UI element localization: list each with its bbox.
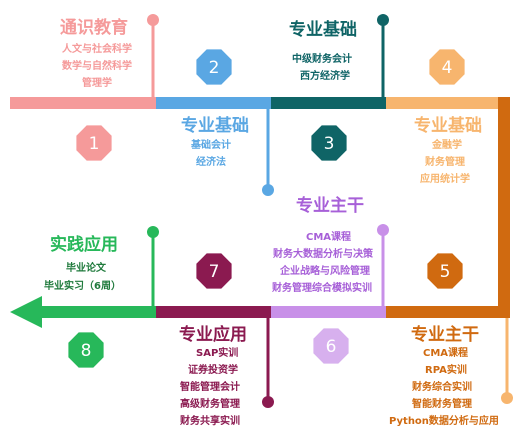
band-segment-7 bbox=[156, 306, 271, 318]
badge-4: 4 bbox=[429, 49, 465, 85]
stage-6-item: CMA课程 bbox=[423, 348, 469, 359]
badge-octagon-3 bbox=[311, 125, 347, 161]
badge-number-7: 7 bbox=[209, 262, 220, 282]
stage-7-item: 高级财务管理 bbox=[180, 399, 240, 410]
stage-6-item: 智能财务管理 bbox=[412, 399, 472, 410]
badge-2: 2 bbox=[196, 49, 232, 85]
badge-octagon-4 bbox=[429, 49, 465, 85]
stage-7-item: 智能管理会计 bbox=[180, 382, 240, 393]
stage-7-item: 财务共享实训 bbox=[180, 416, 240, 427]
badge-number-8: 8 bbox=[81, 341, 92, 361]
badge-number-6: 6 bbox=[326, 337, 337, 357]
badge-3: 3 bbox=[311, 125, 347, 161]
stage-6-item: Python数据分析与应用 bbox=[389, 416, 499, 427]
stem-dot-2 bbox=[262, 184, 274, 196]
stage-5-title: 专业主干 bbox=[296, 196, 364, 216]
badge-octagon-5 bbox=[427, 253, 463, 289]
band-segment-4 bbox=[386, 97, 504, 109]
stage-4-item: 财务管理 bbox=[425, 157, 465, 168]
band-segment-2 bbox=[156, 97, 271, 109]
stage-6-item: 财务综合实训 bbox=[412, 382, 472, 393]
stem-dot-7 bbox=[262, 396, 274, 408]
stage-2-title: 专业基础 bbox=[181, 116, 249, 136]
stem-dot-5 bbox=[377, 224, 389, 236]
stage-6-item: RPA实训 bbox=[425, 365, 467, 376]
badge-number-2: 2 bbox=[209, 58, 220, 78]
stage-5-item: 企业战略与风险管理 bbox=[280, 266, 370, 277]
stem-dot-8 bbox=[147, 226, 159, 238]
badge-6: 6 bbox=[313, 328, 349, 364]
band-segment-1 bbox=[10, 97, 156, 109]
stage-4-title: 专业基础 bbox=[414, 116, 482, 136]
band-segment-6 bbox=[271, 306, 386, 318]
stage-3-title: 专业基础 bbox=[289, 20, 357, 40]
stem-dot-6 bbox=[501, 392, 513, 404]
stage-2-item: 基础会计 bbox=[191, 140, 231, 151]
stage-4-item: 金融学 bbox=[432, 140, 462, 151]
stage-8-item: 毕业实习（6周） bbox=[44, 281, 121, 292]
stage-7-item: SAP实训 bbox=[196, 348, 239, 359]
badge-1: 1 bbox=[76, 125, 112, 161]
badge-octagon-6 bbox=[313, 328, 349, 364]
stage-8-title: 实践应用 bbox=[50, 235, 118, 255]
band-segment-8 bbox=[40, 306, 156, 318]
badge-octagon-2 bbox=[196, 49, 232, 85]
badge-5: 5 bbox=[427, 253, 463, 289]
stage-1-item: 数学与自然科学 bbox=[62, 61, 132, 72]
stage-1-title: 通识教育 bbox=[60, 18, 128, 38]
badge-number-1: 1 bbox=[89, 134, 100, 154]
badge-octagon-1 bbox=[76, 125, 112, 161]
badge-number-4: 4 bbox=[442, 58, 453, 78]
band-segment-5 bbox=[386, 306, 510, 318]
stage-6-title: 专业主干 bbox=[411, 325, 479, 345]
stage-5-item: 财务大数据分析与决策 bbox=[273, 249, 373, 260]
stage-3-item: 西方经济学 bbox=[300, 71, 350, 82]
stage-1-item: 管理学 bbox=[82, 78, 112, 89]
stage-4-item: 应用统计学 bbox=[420, 174, 470, 185]
badge-7: 7 bbox=[196, 253, 232, 289]
stage-5-item: 财务管理综合模拟实训 bbox=[272, 283, 372, 294]
arrow-head bbox=[10, 296, 42, 328]
stem-dot-1 bbox=[147, 14, 159, 26]
stage-8-item: 毕业论文 bbox=[66, 263, 106, 274]
stage-7-item: 证券投资学 bbox=[188, 365, 238, 376]
badge-number-5: 5 bbox=[440, 262, 451, 282]
badge-8: 8 bbox=[68, 332, 104, 368]
stage-5-item: CMA课程 bbox=[306, 232, 352, 243]
stage-7-title: 专业应用 bbox=[179, 325, 247, 345]
stage-2-item: 经济法 bbox=[196, 157, 226, 168]
stem-dot-3 bbox=[377, 14, 389, 26]
band-segment-3 bbox=[271, 97, 386, 109]
right-connector bbox=[498, 97, 510, 318]
badge-number-3: 3 bbox=[324, 134, 335, 154]
stage-3-item: 中级财务会计 bbox=[292, 54, 352, 65]
badge-octagon-8 bbox=[68, 332, 104, 368]
stage-1-item: 人文与社会科学 bbox=[62, 44, 132, 55]
badge-octagon-7 bbox=[196, 253, 232, 289]
